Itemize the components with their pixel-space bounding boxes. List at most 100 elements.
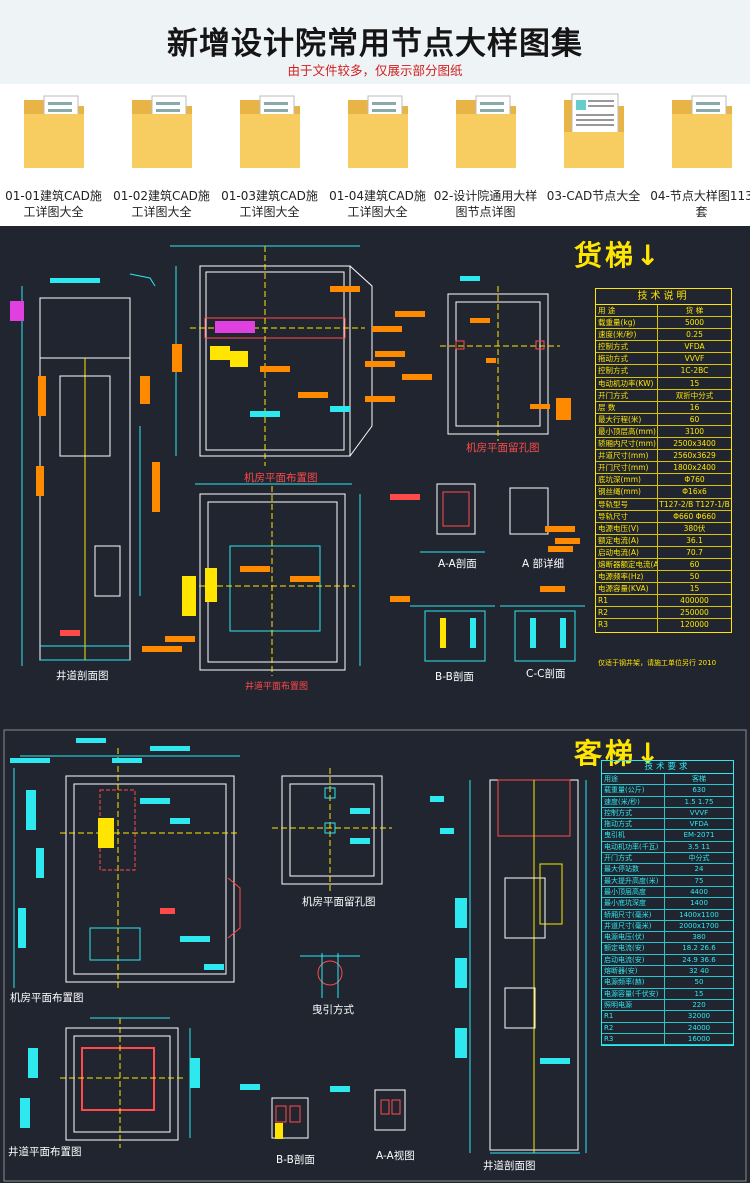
spec-row: 载重量(公斤)630 [602,785,733,797]
spec-row: R3 120000 [596,619,731,632]
spec-row: 用 途货 梯 [596,305,731,318]
spec-row: 轿厢尺寸(毫米)1400x1100 [602,909,733,921]
spec-value: 3100 [684,426,705,436]
spec-row: 启动电流(A)70.7 [596,546,731,559]
folder-label: 01-01建筑CAD施工详图大全 [5,189,102,219]
folder-icon [456,95,516,168]
spec-row: 速度(米/秒)0.25 [596,329,731,342]
spec-key: R2 [602,1022,665,1033]
spec-value: 15 [694,989,704,998]
spec-key: 底坑深(mm) [596,474,658,486]
folder-label: 01-02建筑CAD施工详图大全 [113,189,210,219]
spec-value: EM-2071 [683,831,715,840]
spec-key: 最大停站数 [602,864,665,875]
spec-key: 曳引机 [602,830,665,841]
spec-value: 60 [689,559,700,569]
spec-row: 井道尺寸(mm)2560x3629 [596,450,731,463]
spec-key: 用途 [602,774,665,785]
spec-key: 电动机功率(千瓦) [602,841,665,853]
spec-key: 用 途 [596,305,658,317]
folder-item[interactable]: 03-CAD节点大全 [540,92,647,224]
spec-key: 最大提升高度(米) [602,875,665,886]
spec-value: 60 [689,414,700,424]
spec-key: 开门尺寸(mm) [596,462,658,474]
spec-key: 拖动方式 [602,819,665,830]
folder-icon [240,95,300,168]
passenger-cad-drawing [3,729,747,1182]
cc-section-label: C-C剖面 [526,668,566,680]
spec-row: 启动电流(安) 24.9 36.6 [602,954,733,967]
spec-key: 照明电源 [602,999,665,1011]
folder-item[interactable]: 01-03建筑CAD施工详图大全 [216,92,323,224]
spec-row: 载重量(kg)5000 [596,317,731,330]
spec-value: T127-2/B T127-1/B [659,499,730,509]
machine-room-layout-label: 机房平面布置图 [244,472,318,484]
spec-row: 开门方式中分式 [602,853,733,865]
spec-row: 速度(米/秒)1.5 1.75 [602,796,733,808]
spec-key: 熔断器(安) [602,966,665,977]
folder-item[interactable]: 04-节点大样图113套 [648,92,750,224]
spec-value: 16000 [687,1034,711,1043]
spec-key: R3 [602,1033,665,1045]
spec-key: 井道尺寸(毫米) [602,920,665,932]
spec-value: 36.1 [686,535,703,545]
spec-row: 电源容量(KVA)15 [596,583,731,596]
spec-value: 120000 [680,620,709,630]
spec-key: 最小顶层高(mm) [596,425,658,438]
spec-value: 1800x2400 [673,463,716,473]
spec-key: 电源电压(伏) [602,932,665,943]
aa-section-label: A-A剖面 [438,558,477,570]
spec-key: 控制方式 [602,807,665,819]
spec-row: 曳引机 EM-2071 [602,830,733,842]
folder-item[interactable]: 01-01建筑CAD施工详图大全 [0,92,107,224]
spec-row: 用途 客梯 [602,774,733,786]
folder-label: 03-CAD节点大全 [546,189,641,203]
spec-value: 24000 [687,1023,711,1032]
spec-row: 钢丝绳(mm)Φ16x6 [596,486,731,499]
spec-key: 电源频率(赫) [602,977,665,988]
spec-key: 载重量(kg) [596,317,658,329]
spec-value: 货 梯 [685,306,704,315]
spec-value: 400000 [680,596,709,606]
folder-icon [672,95,732,168]
folder-icon [24,95,84,168]
spec-value: 2000x1700 [679,921,719,930]
page-subtitle: 由于文件较多，仅展示部分图纸 [287,63,463,78]
spec-key: 电源频率(Hz) [596,571,658,583]
folder-item[interactable]: 01-04建筑CAD施工详图大全 [324,92,431,224]
spec-row: 额定电流(安)18.2 26.6 [602,943,733,955]
spec-value: 24.9 36.6 [682,955,716,964]
folder-list: 01-01建筑CAD施工详图大全 01-02建筑CAD施工详图大全 01-03建… [0,84,750,226]
spec-key: 最大行程(米) [596,413,658,425]
spec-row: 电源频率(赫)50 [602,977,733,989]
spec-key: 最小底坑深度 [602,898,665,909]
spec-value: 70.7 [686,547,703,557]
spec-row: R2 24000 [602,1022,733,1034]
bb-section-label: B-B剖面 [276,1154,315,1166]
shaft-section-label: 井道剖面图 [56,670,109,682]
spec-value: 客梯 [692,775,706,783]
spec-key: 额定电流(安) [602,943,665,954]
spec-key: 最小顶层高度 [602,886,665,898]
freight-section-title: 货梯↓ [574,239,663,272]
spec-key: R3 [596,619,658,632]
spec-key: R2 [596,607,658,619]
folder-label: 04-节点大样图113套 [650,189,750,219]
folder-item[interactable]: 01-02建筑CAD施工详图大全 [108,92,215,224]
spec-value: 0.25 [686,330,703,340]
spec-value: 3.5 11 [687,842,711,851]
a-detail-label: A 部详细 [522,558,565,570]
machine-room-holes-label: 机房平面留孔图 [302,896,376,908]
spec-key: 电源容量(KVA) [596,583,658,595]
spec-key: 启动电流(安) [602,954,665,966]
spec-key: 轿厢尺寸(毫米) [602,909,665,920]
folder-item[interactable]: 02-设计院通用大样图节点详图 [432,92,539,224]
